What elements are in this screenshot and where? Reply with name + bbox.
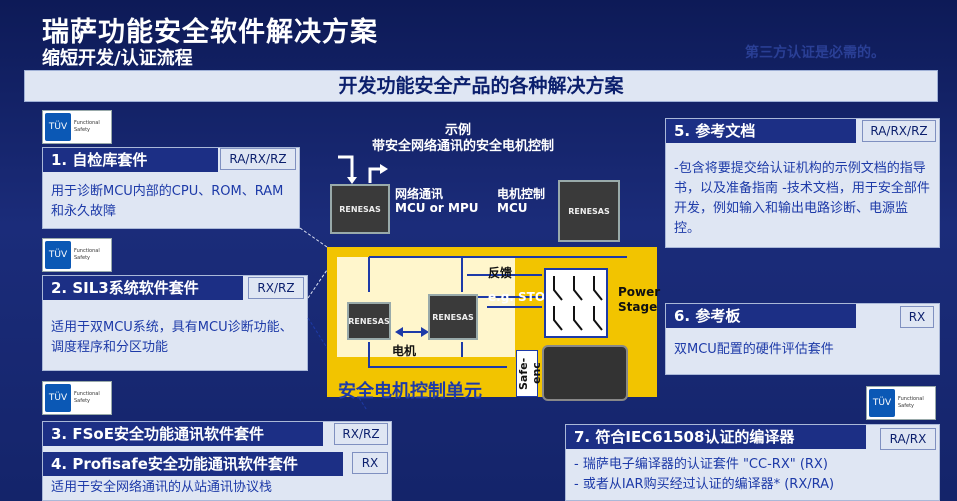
compiler-panel: 7. 符合IEC61508认证的编译器 - 瑞萨电子编译器的认证套件 "CC-R… bbox=[565, 424, 940, 501]
compiler-tag: RA/RX bbox=[880, 428, 936, 450]
kit-1-tag: RA/RX/RZ bbox=[220, 148, 296, 170]
ref-docs-title: 5. 参考文档 bbox=[666, 119, 856, 143]
kit-3-tag: RX/RZ bbox=[334, 423, 388, 445]
sto-label: e.g. STO bbox=[488, 290, 546, 304]
kit-3-title: 3. FSoE安全功能通讯软件套件 bbox=[43, 422, 323, 446]
safety-unit-label: 安全电机控制单元 bbox=[338, 381, 482, 402]
kit-4-title: 4. Profisafe安全功能通讯软件套件 bbox=[43, 452, 343, 476]
page-title: 瑞萨功能安全软件解决方案 bbox=[42, 17, 378, 48]
motor-label: 电机控制 bbox=[497, 187, 546, 201]
kit-1-desc: 用于诊断MCU内部的CPU、ROM、RAM和永久故障 bbox=[51, 184, 284, 219]
kit-2-title: 2. SIL3系统软件套件 bbox=[43, 276, 243, 300]
kit-4-desc: 适用于安全网络通讯的从站通讯协议栈 bbox=[51, 480, 273, 495]
kit-4-tag: RX bbox=[352, 452, 388, 474]
ref-docs-desc: -包含将要提交给认证机构的示例文档的指导书，以及准备指南 -技术文档，用于安全部… bbox=[674, 161, 930, 236]
network-mcu-chip: RENESAS bbox=[330, 184, 390, 234]
ghost-text: 第三方认证是必需的。 bbox=[745, 45, 885, 61]
motor-icon bbox=[542, 345, 628, 401]
compiler-line-2: - 或者从IAR购买经过认证的编译器* (RX/RA) bbox=[574, 477, 835, 492]
example-subheading: 带安全网络通讯的安全电机控制 bbox=[372, 139, 555, 154]
page-subtitle: 缩短开发/认证流程 bbox=[42, 48, 193, 69]
safe-encoder-label: Safe-enc bbox=[516, 350, 543, 397]
network-label-2: MCU or MPU bbox=[395, 201, 479, 215]
motor-mcu-chip: RENESAS bbox=[558, 180, 620, 242]
kit-1-title: 1. 自检库套件 bbox=[43, 148, 218, 172]
kit-2-desc: 适用于双MCU系统，具有MCU诊断功能、调度程序和分区功能 bbox=[51, 320, 293, 355]
ref-board-tag: RX bbox=[900, 306, 934, 328]
ref-docs-panel: 5. 参考文档 -包含将要提交给认证机构的示例文档的指导书，以及准备指南 -技术… bbox=[665, 118, 940, 248]
example-heading: 示例 bbox=[445, 123, 472, 138]
kit-3-4-panel: 3. FSoE安全功能通讯软件套件 4. Profisafe安全功能通讯软件套件… bbox=[42, 421, 392, 501]
compiler-title: 7. 符合IEC61508认证的编译器 bbox=[566, 425, 866, 449]
network-label: 网络通讯 bbox=[395, 187, 444, 201]
motor-word: 电机 bbox=[392, 344, 417, 358]
power-switch-icon bbox=[544, 268, 608, 338]
solutions-banner: 开发功能安全产品的各种解决方案 bbox=[24, 70, 938, 102]
compiler-line-1: - 瑞萨电子编译器的认证套件 "CC-RX" (RX) bbox=[574, 457, 828, 472]
motor-label-2: MCU bbox=[497, 201, 528, 215]
power-stage-label-2: Stage bbox=[618, 300, 658, 314]
ref-board-title: 6. 参考板 bbox=[666, 304, 856, 328]
power-stage-label: Power bbox=[618, 285, 661, 299]
ref-board-panel: 6. 参考板 双MCU配置的硬件评估套件 bbox=[665, 303, 940, 375]
kit-2-tag: RX/RZ bbox=[248, 277, 304, 299]
feedback-label: 反馈 bbox=[488, 266, 513, 280]
safety-mcu-chip-b: RENESAS bbox=[428, 294, 478, 340]
ref-docs-tag: RA/RX/RZ bbox=[862, 120, 936, 142]
safety-unit-wiring bbox=[368, 256, 627, 368]
io-arrows-icon bbox=[338, 155, 388, 184]
safety-mcu-chip-a: RENESAS bbox=[347, 302, 391, 340]
ref-board-desc: 双MCU配置的硬件评估套件 bbox=[674, 342, 834, 357]
